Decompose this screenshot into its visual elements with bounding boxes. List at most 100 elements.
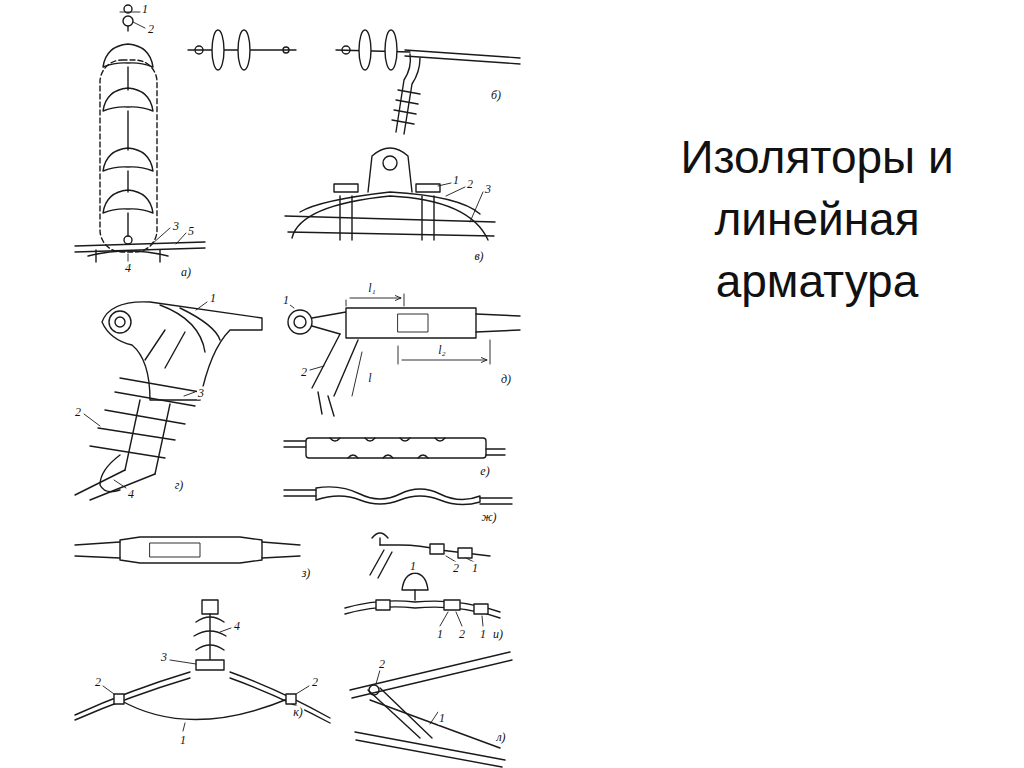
suspension-clamp-part [368, 148, 412, 192]
callout-number: 1 [209, 292, 217, 305]
pressed-clamp-part [490, 340, 491, 364]
jumper-clamps-part [379, 538, 380, 545]
pressed-clamp-part [318, 392, 334, 416]
figure-letter: ж) [480, 511, 497, 524]
strain-clamp [75, 302, 262, 500]
callout-number: 1 [179, 734, 187, 747]
figure-letter: д) [500, 373, 512, 386]
suspension-clamp-part [470, 192, 483, 222]
pressed-clamp-part [310, 366, 324, 370]
parallel-clamp-part [369, 685, 379, 695]
pressed-clamp-part [398, 346, 399, 364]
tension-string-part [405, 50, 520, 64]
strain-clamp-part [84, 414, 100, 426]
figure-letter: в) [473, 250, 484, 263]
strain-clamp-part [125, 400, 170, 474]
insulator-string-part [103, 88, 153, 111]
pressed-clamp-part [312, 312, 346, 334]
callout-number: 2 [378, 658, 386, 671]
callout-number: l₂ [437, 344, 447, 357]
oval-connector-part [486, 449, 505, 455]
jumper-clamps-part [376, 600, 390, 610]
compression-joint [75, 537, 300, 563]
parallel-clamp-part [355, 732, 505, 767]
jumper-loop-part [170, 660, 196, 664]
twisted-connector-part [284, 490, 316, 496]
insulator-string [75, 5, 205, 262]
callout-number: 2 [311, 676, 319, 689]
strain-clamp-part [109, 311, 131, 333]
insulator-string-part [127, 213, 128, 236]
callout-number: l₁ [367, 282, 377, 295]
jumper-clamps-part [370, 550, 392, 578]
callout-number: 2 [94, 676, 102, 689]
insulator-string-part [103, 190, 153, 213]
jumper-clamps-part [444, 600, 460, 610]
jumper-clamps-part [482, 616, 483, 626]
suspension-clamp-part [340, 196, 352, 240]
suspension-clamp-part [438, 183, 451, 186]
figure-letter: г) [174, 479, 185, 492]
callout-number: 2 [74, 406, 82, 419]
figure-letter: к) [292, 706, 304, 719]
pressed-clamp-part [402, 360, 487, 361]
compression-joint-part [120, 537, 262, 563]
strain-clamp-part [114, 480, 126, 488]
parallel-clamp-part [430, 712, 438, 724]
callout-number: 3 [197, 387, 205, 400]
callout-number: 4 [233, 620, 241, 633]
insulator-string-part [103, 148, 153, 171]
callout-number: 4 [127, 488, 135, 501]
suspension-clamp-part [300, 192, 480, 214]
parallel-clamp-part [376, 670, 380, 684]
strain-clamp-part [145, 330, 185, 368]
insulator-string-part [96, 250, 160, 262]
jumper-clamps-part [380, 545, 490, 556]
insulator-string-part [176, 233, 186, 244]
jumper-clamps-part [402, 573, 428, 590]
insulator-string-part [124, 236, 132, 244]
jumper-loop-part [75, 678, 330, 723]
twisted-connector-part [316, 487, 480, 505]
jumper-clamps-part [440, 612, 448, 626]
parallel-clamp-part [350, 652, 512, 698]
suspension-clamp-part [334, 184, 358, 192]
tension-string-part [385, 30, 397, 70]
jumper-clamps-part [430, 544, 444, 554]
pressed-clamp-part [288, 310, 312, 334]
jumper-clamps-part [372, 533, 388, 538]
jumper-loop-part [286, 694, 296, 704]
callout-number: 5 [187, 225, 195, 238]
twisted-connector-part [480, 498, 512, 504]
callout-number: 3 [484, 183, 492, 196]
jumper-loop-part [120, 698, 290, 720]
callout-number: 3 [172, 220, 180, 233]
oval-connector [284, 438, 505, 458]
figure-letter: л) [495, 731, 506, 744]
parallel-clamp [350, 652, 512, 767]
tension-string [188, 30, 520, 134]
jumper-clamps-part [456, 612, 462, 626]
suspension-clamp-part [416, 184, 440, 192]
jumper-clamps [345, 533, 500, 626]
suspension-clamp-part [383, 156, 397, 170]
tension-string-part [392, 90, 420, 124]
pressed-clamp-part [476, 314, 520, 332]
callout-number: 1 [479, 628, 487, 641]
insulator-string-part [123, 16, 133, 26]
parallel-clamp-part [368, 688, 432, 738]
tension-string-part [212, 30, 224, 70]
pressed-clamp-part [312, 334, 358, 396]
insulator-string-part [75, 242, 205, 252]
oval-connector-part [330, 438, 445, 458]
figure-letter: и) [492, 628, 504, 641]
figure-letter: а) [180, 266, 192, 279]
pressed-clamp-part [294, 316, 306, 328]
callout-number: 3 [160, 651, 168, 664]
tension-string-part [283, 47, 289, 53]
callout-number: 1 [452, 174, 460, 187]
compression-joint-part [262, 542, 300, 558]
jumper-loop-part [296, 686, 309, 694]
callout-number: 2 [300, 366, 308, 379]
pressed-clamp-part [350, 298, 401, 299]
